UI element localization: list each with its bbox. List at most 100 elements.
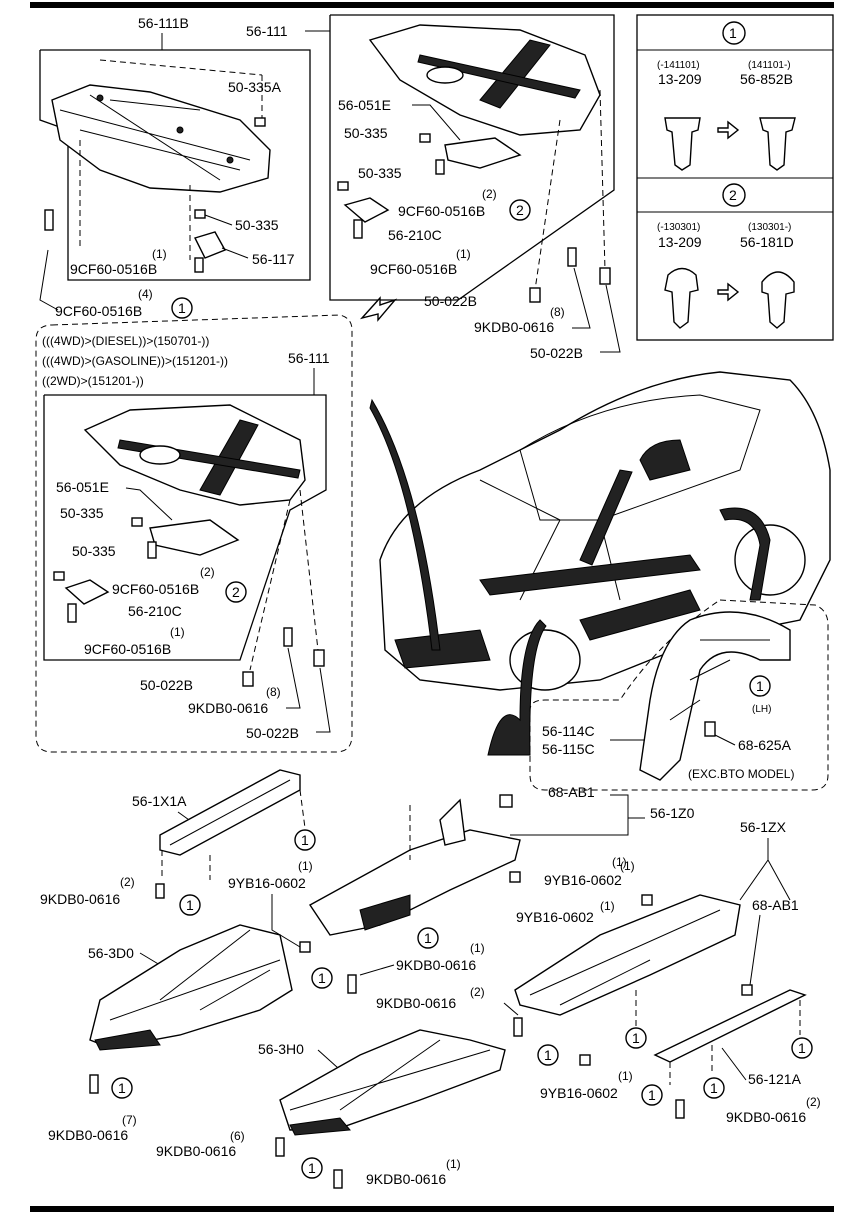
label-50-022B-mid-b: 50-022B (246, 725, 299, 741)
label-56-121A: 56-121A (748, 1071, 802, 1087)
svg-text:(((4WD)>(DIESEL))>(150701-)): (((4WD)>(DIESEL))>(150701-)) (42, 334, 209, 348)
label-9KDB0-0616-p4: 9KDB0-0616 (48, 1127, 128, 1143)
part-56-121A (653, 989, 807, 1063)
group-56-111-top: 56-111 56-051E 50-335 50-335 (2) 9CF60-0… (246, 14, 621, 361)
label-56-114C: 56-114C (542, 723, 595, 739)
svg-text:(1): (1) (600, 899, 615, 913)
label-9CF60-0516B-top-1: 9CF60-0516B (370, 261, 457, 277)
svg-text:13-209: 13-209 (658, 234, 702, 250)
label-50-335-top-a: 50-335 (344, 125, 388, 141)
label-9YB16-0602-p2b: 9YB16-0602 (228, 875, 306, 891)
box-56-111-mid (43, 394, 327, 661)
clip-old2-icon (664, 267, 699, 329)
shield-56-111-top (368, 24, 601, 136)
dashed-region-fender (529, 599, 829, 791)
svg-text:(2): (2) (200, 565, 215, 579)
svg-text:(-141101): (-141101) (657, 60, 700, 71)
svg-text:1: 1 (544, 1047, 552, 1063)
group-56-111B: 56-111B 50-335A 50-335 56-117 (1) 9CF60-… (39, 15, 311, 319)
svg-text:(2): (2) (120, 875, 135, 889)
svg-text:(1): (1) (618, 1069, 633, 1083)
label-50-335: 50-335 (235, 217, 279, 233)
label-56-1ZX: 56-1ZX (740, 819, 787, 835)
label-56-3D0: 56-3D0 (88, 945, 134, 961)
label-56-111B: 56-111B (138, 15, 189, 31)
svg-text:(6): (6) (230, 1129, 245, 1143)
label-9YB16-0602-p3b: 9YB16-0602 (540, 1085, 618, 1101)
svg-text:1: 1 (186, 897, 194, 913)
svg-text:(141101-): (141101-) (748, 60, 791, 71)
group-fender: 1 (LH) 56-114C 56-115C 68-625A (EXC.BTO … (529, 599, 829, 791)
label-9CF60-0516B-top-2: 9CF60-0516B (398, 203, 485, 219)
svg-text:(2): (2) (470, 985, 485, 999)
legend-circle-1 (722, 21, 746, 45)
label-50-335-mid-a: 50-335 (60, 505, 104, 521)
label-68-AB1-b: 68-AB1 (752, 897, 799, 913)
svg-text:(1): (1) (620, 859, 635, 873)
svg-text:56-181D: 56-181D (740, 234, 794, 250)
label-68-625A: 68-625A (738, 737, 792, 753)
svg-text:13-209: 13-209 (658, 71, 702, 87)
svg-text:(LH): (LH) (752, 704, 771, 715)
label-56-051E-mid: 56-051E (56, 479, 109, 495)
box-56-111-top (329, 14, 615, 301)
group-bottom: 56-1X1A 1 1 (2) 9KDB0-0616 68-AB1 56-1Z0… (40, 769, 821, 1189)
svg-text:1: 1 (178, 300, 186, 316)
label-9KDB0-0616-p3g: 9KDB0-0616 (726, 1109, 806, 1125)
svg-text:(130301-): (130301-) (748, 222, 791, 233)
fender-liner-front (369, 398, 441, 651)
label-9KDB0-0616-p5a: 9KDB0-0616 (156, 1143, 236, 1159)
label-68-AB1-a: 68-AB1 (548, 784, 595, 800)
svg-text:1: 1 (118, 1080, 126, 1096)
clip-new-icon (759, 117, 796, 171)
svg-text:1: 1 (729, 25, 737, 41)
part-56-1Z0 (308, 829, 521, 936)
label-56-210C-mid: 56-210C (128, 603, 182, 619)
svg-text:1: 1 (632, 1030, 640, 1046)
part-56-1ZX (514, 894, 741, 1016)
svg-text:1: 1 (301, 832, 309, 848)
clip-old-icon (664, 117, 701, 171)
svg-text:(-130301): (-130301) (657, 222, 700, 233)
group-56-111-mid: (((4WD)>(DIESEL))>(150701-)) (((4WD)>(GA… (35, 314, 353, 753)
label-9YB16-0602-p3a: 9YB16-0602 (516, 909, 594, 925)
label-50-022B-top-a: 50-022B (424, 293, 477, 309)
svg-text:1: 1 (424, 930, 432, 946)
label-50-022B-top-b: 50-022B (530, 345, 583, 361)
label-50-022B-mid-a: 50-022B (140, 677, 193, 693)
label-9CF60-0516B-mid-2: 9CF60-0516B (112, 581, 199, 597)
legend: 1 (-141101) 13-209 (141101-) 56-852B 2 (… (636, 14, 834, 341)
legend-circle-2 (722, 183, 746, 207)
svg-text:(4): (4) (138, 287, 153, 301)
part-56-3D0 (89, 924, 293, 1049)
label-50-335A: 50-335A (228, 79, 282, 95)
svg-text:(2): (2) (482, 187, 497, 201)
label-56-051E-top: 56-051E (338, 97, 391, 113)
clip-new2-icon (761, 271, 795, 329)
svg-text:56-852B: 56-852B (740, 71, 793, 87)
top-border (30, 2, 834, 8)
svg-text:1: 1 (308, 1160, 316, 1176)
svg-text:(1): (1) (470, 941, 485, 955)
bottom-border (30, 1206, 834, 1212)
label-9KDB0-0616-p5b: 9KDB0-0616 (366, 1171, 446, 1187)
svg-text:1: 1 (756, 678, 764, 694)
label-56-111-mid: 56-111 (288, 350, 330, 366)
svg-text:(8): (8) (266, 685, 281, 699)
label-9CF60-0516B-1: 9CF60-0516B (70, 261, 157, 277)
svg-text:(2): (2) (806, 1095, 821, 1109)
svg-text:((2WD)>(151201-)): ((2WD)>(151201-)) (42, 374, 144, 388)
label-9KDB0-0616-mid: 9KDB0-0616 (188, 700, 268, 716)
svg-text:(1): (1) (298, 859, 313, 873)
shield-56-111B (51, 84, 271, 193)
svg-text:1: 1 (648, 1087, 656, 1103)
box-56-111B (39, 49, 311, 281)
label-9YB16-0602-p2a: 9YB16-0602 (544, 872, 622, 888)
label-56-210C-top: 56-210C (388, 227, 442, 243)
svg-text:1: 1 (798, 1040, 806, 1056)
svg-text:(1): (1) (152, 247, 167, 261)
arrow-icon (359, 296, 398, 322)
svg-text:(1): (1) (612, 855, 627, 869)
label-56-115C: 56-115C (542, 741, 595, 757)
